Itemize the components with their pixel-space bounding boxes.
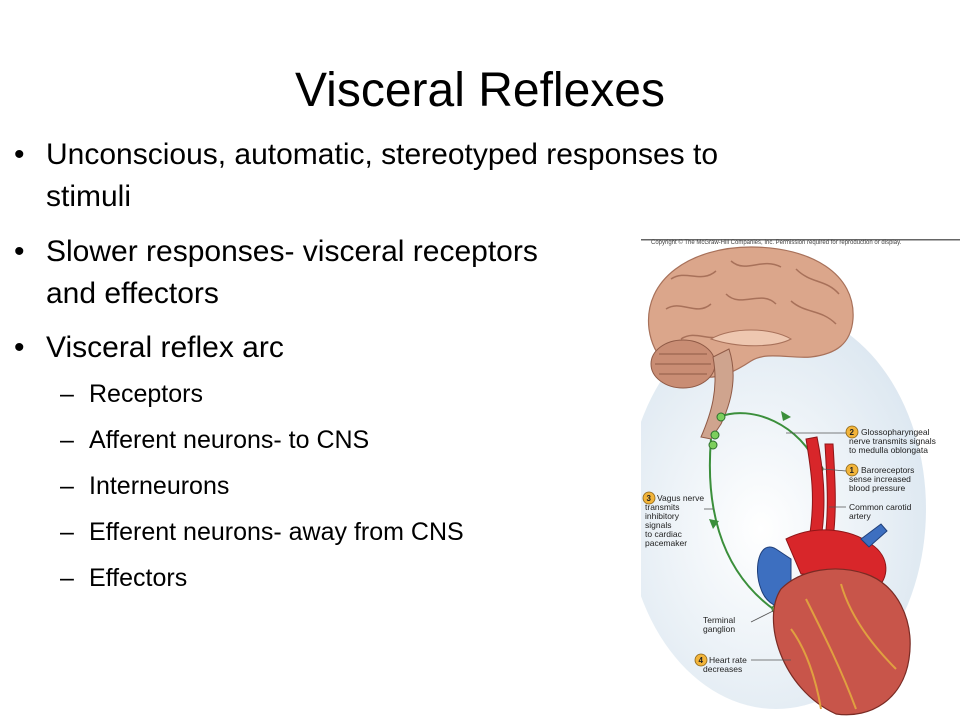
label-carotid-1: Common carotid [849, 502, 912, 512]
label-vagus-5: to cardiac [645, 529, 683, 539]
bullet-dot: • [14, 331, 25, 364]
subbullet-dash: – [60, 518, 74, 546]
step-4-badge [694, 653, 708, 667]
step-1-number: 1 [850, 466, 855, 475]
bullet-text: Unconscious, automatic, stereotyped resp… [46, 138, 719, 171]
subbullet-dash: – [60, 426, 74, 454]
bullet-dot: • [14, 138, 25, 171]
bullet-text: Slower responses- visceral receptors [46, 235, 538, 268]
label-vagus-3: inhibitory [645, 511, 680, 521]
label-baroreceptors-1: Baroreceptors [861, 465, 914, 475]
label-baroreceptors-3: blood pressure [849, 483, 906, 493]
subbullet-text: Effectors [89, 564, 188, 592]
label-heart-rate-2: decreases [703, 664, 742, 674]
subbullet-dash: – [60, 564, 74, 592]
bullet-text: and effectors [46, 277, 219, 310]
subbullet-text: Efferent neurons- away from CNS [89, 518, 464, 546]
label-ganglion-2: ganglion [703, 624, 735, 634]
figure-copyright: Copyright © The McGraw-Hill Companies, I… [651, 240, 902, 246]
reflex-arc-illustration: 2 1 3 4 Glossopharyngeal nerve transmits… [626, 239, 960, 720]
label-heart-rate-1: Heart rate [709, 655, 747, 665]
label-leaders [704, 432, 847, 661]
step-badges: 2 1 3 4 [642, 425, 859, 667]
bullet-dot: • [14, 235, 25, 268]
step-2-badge [845, 425, 859, 439]
label-vagus-6: pacemaker [645, 538, 687, 548]
bullet-text: Visceral reflex arc [46, 331, 284, 364]
label-glossopharyngeal-2: nerve transmits signals [849, 436, 936, 446]
figure-labels: Glossopharyngeal nerve transmits signals… [645, 427, 936, 674]
label-vagus-4: signals [645, 520, 671, 530]
reflex-arc-figure: 2 1 3 4 Glossopharyngeal nerve transmits… [626, 239, 960, 720]
heart [757, 523, 911, 716]
step-3-number: 3 [647, 494, 652, 503]
label-baroreceptors-2: sense increased [849, 474, 911, 484]
subbullet-text: Afferent neurons- to CNS [89, 426, 370, 454]
subbullet-dash: – [60, 472, 74, 500]
step-3-badge [642, 491, 656, 505]
label-vagus-2: transmits [645, 502, 679, 512]
label-vagus-1: Vagus nerve [657, 493, 704, 503]
subbullet-text: Interneurons [89, 472, 230, 500]
step-2-number: 2 [850, 428, 855, 437]
subbullet-text: Receptors [89, 380, 203, 408]
label-glossopharyngeal-1: Glossopharyngeal [861, 427, 930, 437]
slide-title: Visceral Reflexes [295, 64, 665, 117]
bullet-text: stimuli [46, 180, 132, 213]
figure-top-rule [641, 239, 960, 241]
label-carotid-2: artery [849, 511, 871, 521]
brain [647, 246, 854, 440]
brainstem [700, 348, 734, 440]
label-ganglion-1: Terminal [703, 615, 735, 625]
label-glossopharyngeal-3: to medulla oblongata [849, 445, 928, 455]
subbullet-dash: – [60, 380, 74, 408]
step-4-number: 4 [699, 656, 704, 665]
step-1-badge [845, 463, 859, 477]
